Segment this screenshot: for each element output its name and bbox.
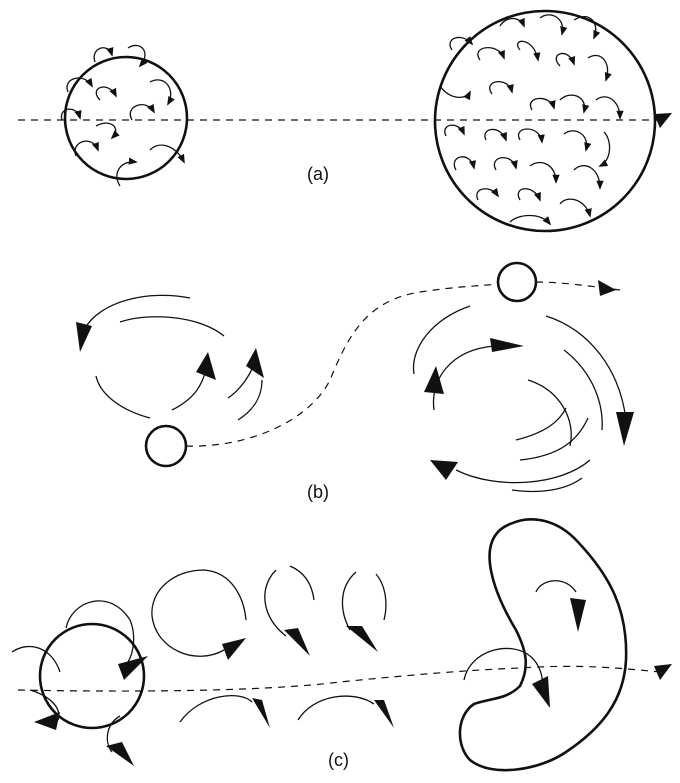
left-vortex-b <box>76 294 264 421</box>
panel-b <box>76 261 634 493</box>
small-particle-b <box>144 424 188 468</box>
eddies-c-left <box>11 565 394 766</box>
eddies-large-a <box>439 14 624 226</box>
trajectory-c <box>17 665 661 692</box>
large-particle-a <box>433 9 657 233</box>
trajectory-b-left <box>185 283 499 447</box>
trajectory-c-arrowhead <box>654 664 672 680</box>
label-c: (c) <box>328 750 349 770</box>
label-a: (a) <box>307 164 329 184</box>
eddies-small-a <box>60 44 185 187</box>
small-particle-a <box>63 55 189 181</box>
deformable-particle-c <box>458 518 628 772</box>
label-b: (b) <box>307 482 329 502</box>
trajectory-b-arrowhead <box>598 280 616 296</box>
trajectory-b-right <box>535 281 621 291</box>
right-vortex-b <box>412 305 634 493</box>
eddies-c-right <box>463 580 586 708</box>
trajectory-a-arrowhead <box>654 113 672 128</box>
small-particle-b-right <box>496 261 538 303</box>
panel-c <box>11 518 672 772</box>
panel-a <box>18 9 672 233</box>
small-particle-c <box>38 622 146 730</box>
